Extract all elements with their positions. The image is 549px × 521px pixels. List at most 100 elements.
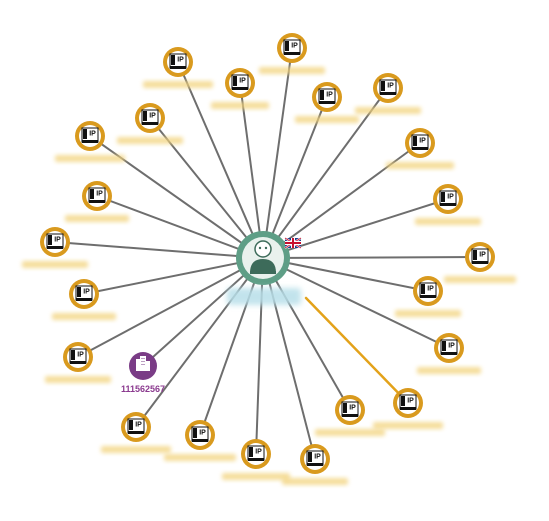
ip-phone-icon: IP xyxy=(169,53,187,69)
ip-badge-text: IP xyxy=(427,286,434,293)
ip-phone-icon: IP xyxy=(46,233,64,249)
device-node[interactable]: IP xyxy=(45,342,111,383)
device-node[interactable]: IP xyxy=(259,33,325,74)
device-node[interactable]: IP xyxy=(101,412,171,453)
organization-label: 111562567 xyxy=(121,384,165,394)
device-label-redacted xyxy=(444,276,516,283)
edge-line xyxy=(177,61,264,259)
device-node[interactable]: IP xyxy=(415,184,481,225)
device-label-redacted xyxy=(143,81,213,88)
building-icon xyxy=(136,356,150,371)
center-label-redacted xyxy=(227,288,301,305)
device-label-redacted xyxy=(117,137,183,144)
device-node[interactable]: IP xyxy=(222,439,290,480)
ip-phone-icon: IP xyxy=(471,248,489,264)
edge-line xyxy=(262,256,481,259)
person-icon xyxy=(250,240,276,274)
device-label-redacted xyxy=(164,454,236,461)
device-label-redacted xyxy=(55,155,125,162)
device-label-redacted xyxy=(386,162,454,169)
device-node[interactable]: IP xyxy=(295,82,359,123)
ip-badge-text: IP xyxy=(135,422,142,429)
device-label-redacted xyxy=(417,367,481,374)
edge-line xyxy=(304,296,410,405)
device-node[interactable]: IP xyxy=(117,103,183,144)
ip-phone-icon: IP xyxy=(399,394,417,410)
device-node[interactable]: IP xyxy=(444,242,516,283)
device-label-redacted xyxy=(415,218,481,225)
device-label-redacted xyxy=(373,422,443,429)
edge-line xyxy=(255,257,264,455)
device-node[interactable]: IP xyxy=(395,276,461,317)
device-node[interactable]: IP xyxy=(143,47,213,88)
ip-badge-text: IP xyxy=(314,454,321,461)
device-label-redacted xyxy=(52,313,116,320)
device-label-redacted xyxy=(295,116,359,123)
ip-phone-icon: IP xyxy=(306,450,324,466)
ip-badge-text: IP xyxy=(349,405,356,412)
device-node[interactable]: IP xyxy=(386,128,454,169)
edge-line xyxy=(199,257,264,436)
edge-line xyxy=(239,82,264,259)
device-label-redacted xyxy=(282,478,348,485)
ip-phone-icon: IP xyxy=(247,445,265,461)
edge-line xyxy=(262,257,429,292)
ip-badge-text: IP xyxy=(387,83,394,90)
ip-phone-icon: IP xyxy=(231,74,249,90)
edges-layer xyxy=(54,47,481,460)
device-node[interactable]: IP xyxy=(52,279,116,320)
device-label-redacted xyxy=(395,310,461,317)
device-node[interactable]: IP xyxy=(211,68,269,109)
edge-line xyxy=(77,257,264,358)
device-node[interactable]: IP xyxy=(164,420,236,461)
edge-line xyxy=(262,257,351,411)
ip-badge-text: IP xyxy=(177,57,184,64)
ip-phone-icon: IP xyxy=(411,134,429,150)
device-node[interactable]: IP xyxy=(65,181,129,222)
ip-phone-icon: IP xyxy=(440,339,458,355)
device-label-redacted xyxy=(315,429,385,436)
center-person-node[interactable] xyxy=(227,231,302,305)
ip-phone-icon: IP xyxy=(419,282,437,298)
ip-badge-text: IP xyxy=(479,252,486,259)
ip-phone-icon: IP xyxy=(439,190,457,206)
ip-phone-icon: IP xyxy=(75,285,93,301)
organization-node[interactable]: 111562567 xyxy=(121,352,165,394)
device-node[interactable]: IP xyxy=(373,388,443,429)
ip-phone-icon: IP xyxy=(88,187,106,203)
device-label-redacted xyxy=(45,376,111,383)
edge-line xyxy=(135,257,264,428)
device-node[interactable]: IP xyxy=(55,121,125,162)
ip-phone-icon: IP xyxy=(81,127,99,143)
ip-phone-icon: IP xyxy=(341,401,359,417)
device-label-redacted xyxy=(355,107,421,114)
device-node[interactable]: IP xyxy=(355,73,421,114)
uk-flag-icon xyxy=(284,237,302,249)
ip-badge-text: IP xyxy=(255,449,262,456)
device-node[interactable]: IP xyxy=(417,333,481,374)
ip-badge-text: IP xyxy=(77,352,84,359)
edge-line xyxy=(96,195,264,259)
ip-badge-text: IP xyxy=(96,191,103,198)
edge-line xyxy=(54,241,264,259)
device-node[interactable]: IP xyxy=(315,395,385,436)
edge-line xyxy=(262,96,328,259)
ip-badge-text: IP xyxy=(447,194,454,201)
ip-badge-text: IP xyxy=(83,289,90,296)
ip-badge-text: IP xyxy=(149,113,156,120)
device-node[interactable]: IP xyxy=(22,227,88,268)
nodes-layer: IP IP IP IP IP IP IP IP IP IP IP IP IP IP IP IP IP IP IP IP… xyxy=(22,33,516,485)
ip-badge-text: IP xyxy=(89,131,96,138)
ip-phone-icon: IP xyxy=(191,426,209,442)
device-node[interactable]: IP xyxy=(282,444,348,485)
ip-phone-icon: IP xyxy=(379,79,397,95)
edge-line xyxy=(262,87,389,259)
ip-phone-icon: IP xyxy=(127,418,145,434)
ip-badge-text: IP xyxy=(448,343,455,350)
ip-phone-icon: IP xyxy=(141,109,159,125)
device-label-redacted xyxy=(22,261,88,268)
ip-badge-text: IP xyxy=(291,43,298,50)
device-label-redacted xyxy=(65,215,129,222)
ip-phone-icon: IP xyxy=(69,348,87,364)
edge-line xyxy=(262,47,293,259)
